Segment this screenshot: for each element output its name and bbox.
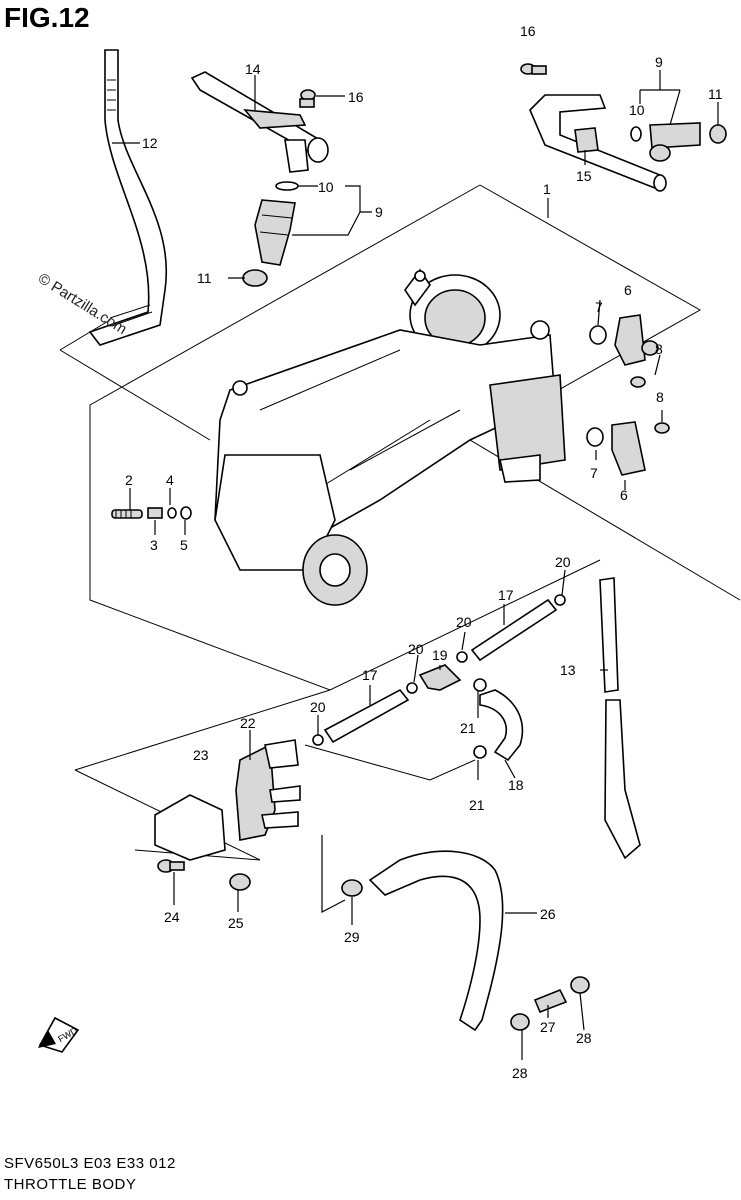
hose-17-upper: [470, 598, 558, 662]
section-name: THROTTLE BODY: [4, 1176, 137, 1193]
callout-3: 3: [150, 537, 158, 553]
callout-20b: 20: [456, 614, 472, 630]
screw-16-a: [299, 89, 316, 108]
callout-13: 13: [560, 662, 576, 678]
hose-17-lower: [323, 688, 410, 744]
callout-17b: 17: [362, 667, 378, 683]
callout-2: 2: [125, 472, 133, 488]
figure-title: FIG.12: [4, 2, 90, 33]
throttle-body-1: [214, 268, 566, 606]
callout-1: 1: [543, 181, 551, 197]
sensor-6-upper: [589, 314, 659, 388]
callout-20a: 20: [555, 554, 571, 570]
callout-12: 12: [142, 135, 158, 151]
callout-20c: 20: [408, 641, 424, 657]
callout-11a: 11: [197, 270, 212, 286]
callout-29: 29: [344, 929, 360, 945]
callout-23: 23: [193, 747, 209, 763]
callout-4: 4: [166, 472, 174, 488]
callout-7b: 7: [590, 465, 598, 481]
hose-12: [88, 49, 168, 346]
hose-26: [368, 850, 504, 1032]
clips-28-29: [341, 879, 590, 1031]
callout-labels: 1 2 3 4 5 6 6 7 7 8 8 9 9 10 10 11 11 12…: [125, 23, 723, 1081]
callout-19: 19: [432, 647, 448, 663]
callout-16a: 16: [348, 89, 364, 105]
leader-lines: [112, 70, 719, 1060]
callout-9a: 9: [375, 204, 383, 220]
callout-20d: 20: [310, 699, 326, 715]
callout-8a: 8: [655, 341, 663, 357]
callout-7a: 7: [595, 299, 603, 315]
injector-9-right: [630, 122, 727, 162]
hose-18: [479, 689, 524, 762]
injector-9-left: [242, 181, 299, 287]
callout-10b: 10: [629, 102, 645, 118]
callout-5: 5: [180, 537, 188, 553]
callout-18: 18: [508, 777, 524, 793]
callout-8b: 8: [656, 389, 664, 405]
callout-6a: 6: [624, 282, 632, 298]
callout-9b: 9: [655, 54, 663, 70]
idle-screw-parts: [111, 506, 192, 520]
assembly-outline: [59, 184, 741, 691]
callout-27: 27: [540, 1019, 556, 1035]
callout-28a: 28: [512, 1065, 528, 1081]
callout-24: 24: [164, 909, 180, 925]
callout-11b: 11: [708, 86, 723, 102]
callout-28b: 28: [576, 1030, 592, 1046]
hose-13: [599, 577, 641, 860]
callout-14: 14: [245, 61, 261, 77]
vacuum-outline: [74, 689, 476, 861]
callout-21b: 21: [469, 797, 485, 813]
clamps-20-21: [312, 594, 566, 759]
delivery-pipe-14: [190, 71, 329, 173]
model-code: SFV650L3 E03 E33 012: [4, 1155, 176, 1172]
bracket-23: [154, 794, 226, 861]
sensor-6-lower: [586, 421, 670, 476]
fitting-19: [418, 664, 462, 691]
nut-25: [229, 873, 251, 891]
callout-15: 15: [576, 168, 592, 184]
callout-17a: 17: [498, 587, 514, 603]
screw-16-b: [520, 63, 547, 75]
callout-25: 25: [228, 915, 244, 931]
callout-21a: 21: [460, 720, 476, 736]
callout-22: 22: [240, 715, 256, 731]
fitting-27: [533, 988, 568, 1014]
callout-16b: 16: [520, 23, 536, 39]
bolt-24: [157, 859, 185, 873]
delivery-pipe-15: [529, 94, 667, 192]
fwd-arrow-icon: FWD: [38, 1016, 79, 1053]
solenoid-valve-22: [235, 739, 301, 841]
callout-26: 26: [540, 906, 556, 922]
callout-6b: 6: [620, 487, 628, 503]
callout-10a: 10: [318, 179, 334, 195]
